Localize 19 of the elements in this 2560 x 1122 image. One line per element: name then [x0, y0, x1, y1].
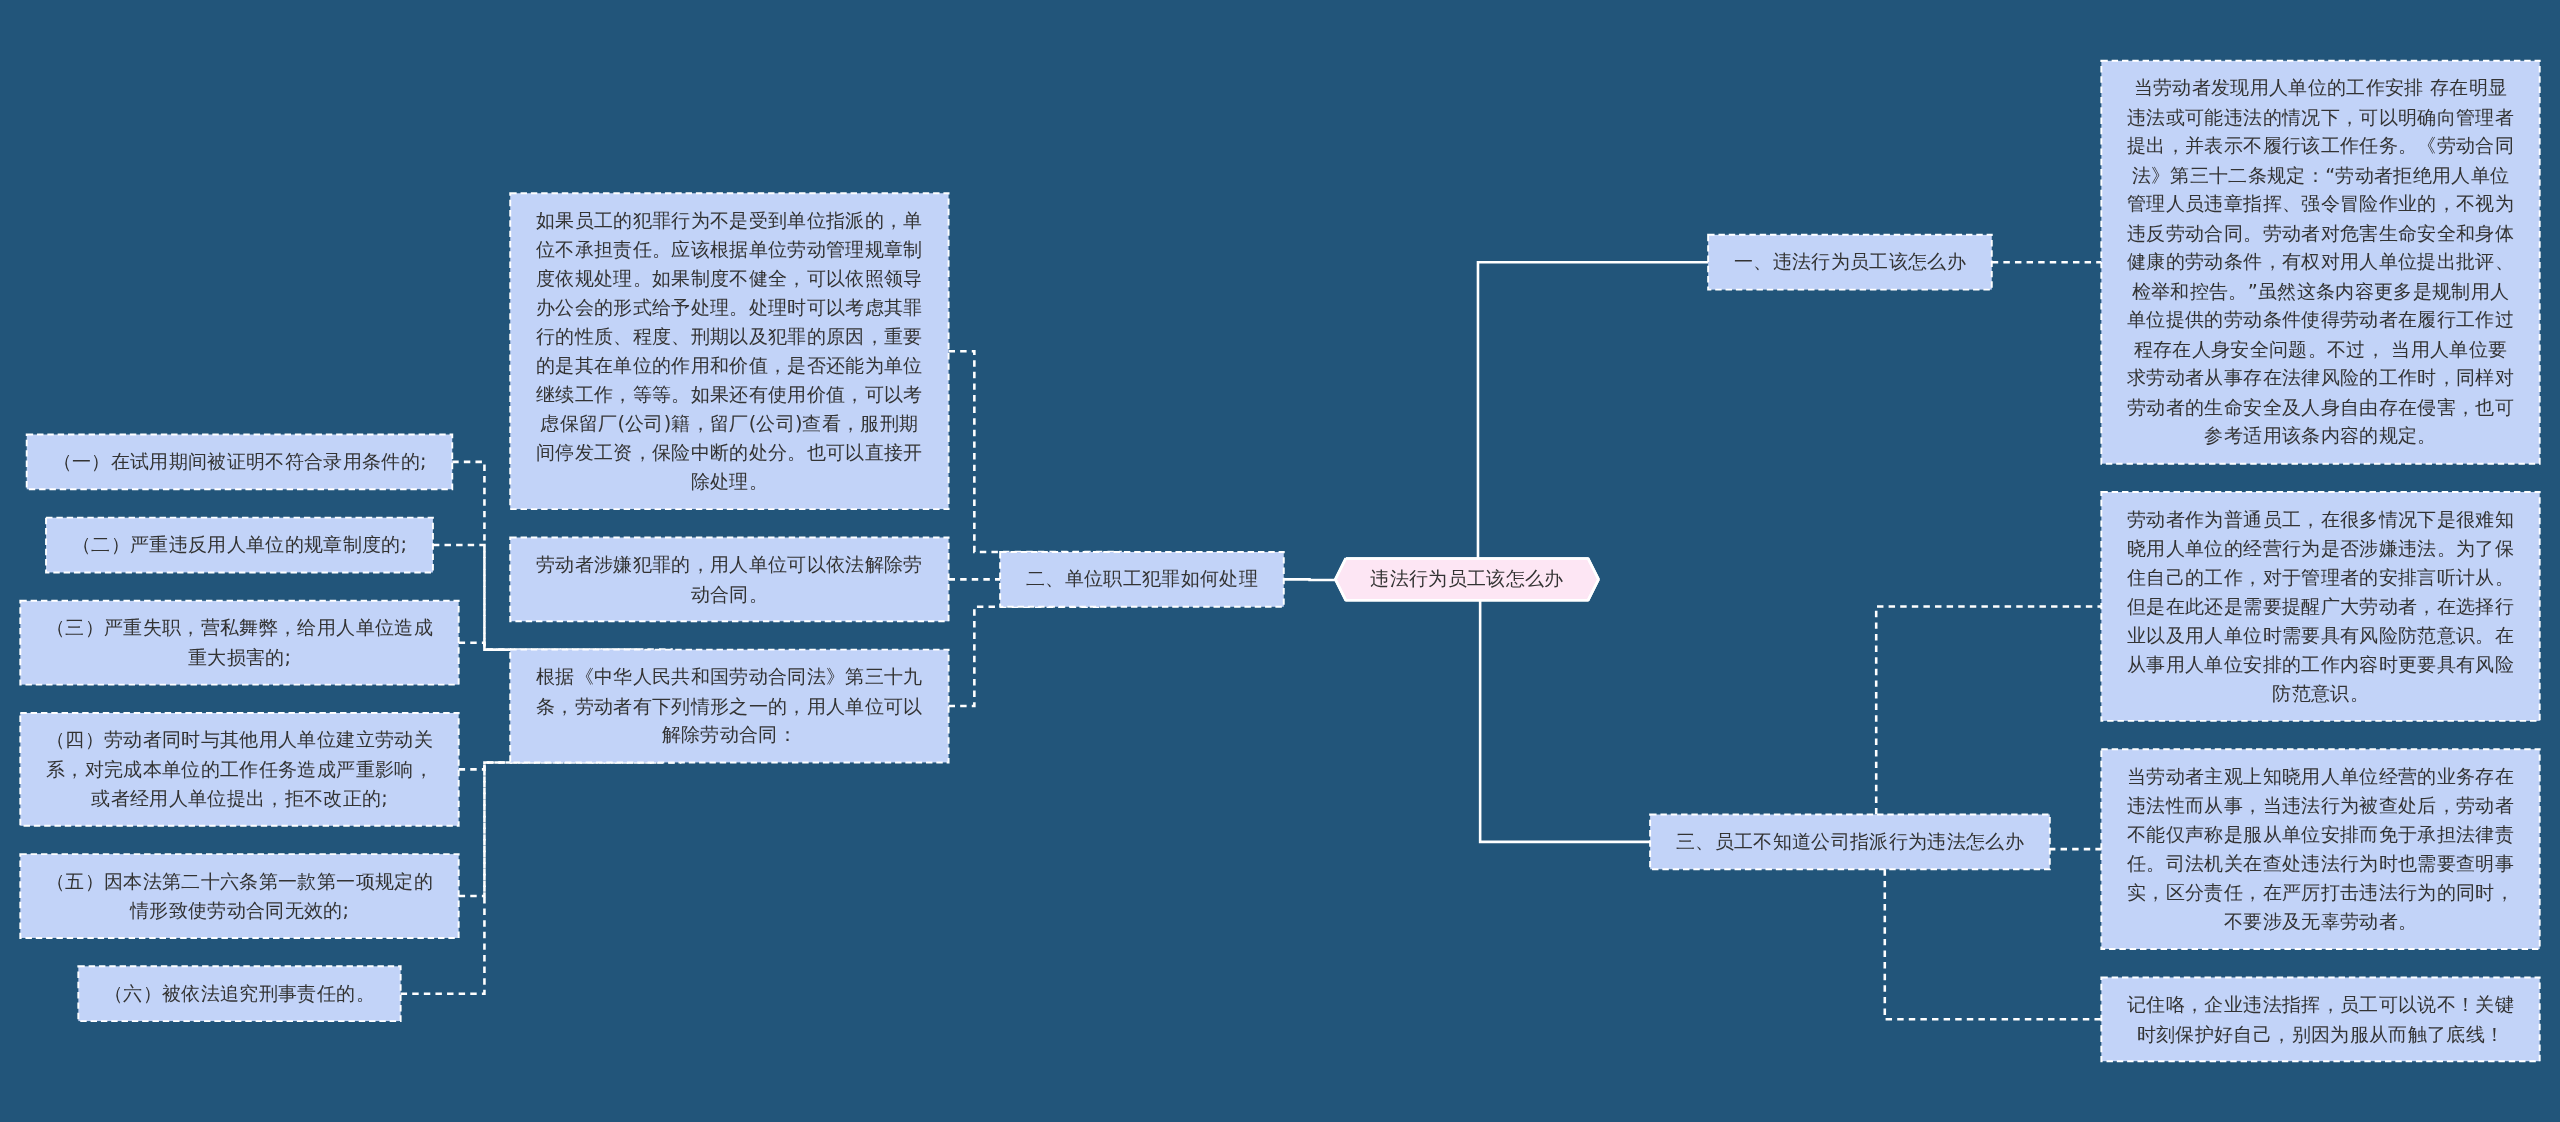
connector — [1874, 605, 2102, 815]
node-box — [2100, 748, 2541, 951]
connector — [1478, 600, 1651, 844]
connector — [1883, 869, 2102, 1021]
node-box — [509, 648, 950, 764]
node-box — [77, 965, 402, 1023]
node-box — [19, 599, 460, 686]
node-box — [999, 551, 1285, 608]
node-box — [2100, 976, 2541, 1063]
node-box — [2100, 59, 2541, 465]
node-box — [19, 853, 460, 939]
node-box — [1707, 233, 1993, 291]
node-box — [1649, 813, 2051, 871]
node-box — [45, 516, 434, 574]
node-box — [19, 712, 460, 827]
node-box — [2100, 491, 2541, 722]
node-box — [25, 433, 454, 491]
node-box — [509, 192, 950, 511]
node-box — [509, 536, 950, 623]
